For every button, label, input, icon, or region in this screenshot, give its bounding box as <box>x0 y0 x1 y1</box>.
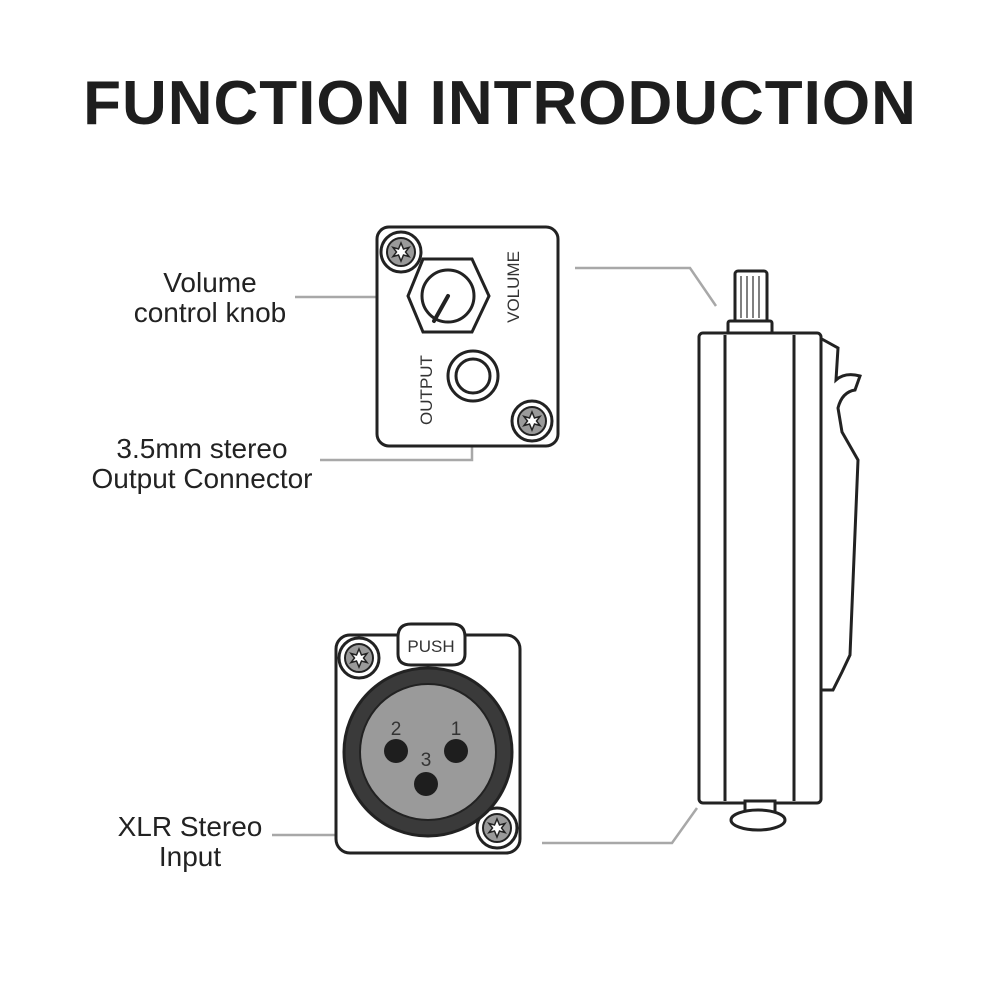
device-side-view-icon <box>697 269 862 832</box>
output-label: OUTPUT <box>417 355 436 425</box>
callout-volume-knob-line2: control knob <box>133 297 287 328</box>
pin-2-label: 2 <box>391 719 402 740</box>
callout-output-connector: 3.5mm stereo Output Connector <box>62 434 342 494</box>
leader-top-to-device <box>575 266 718 307</box>
callout-volume-knob-line1: Volume <box>163 267 257 298</box>
volume-label: VOLUME <box>504 251 523 323</box>
callout-xlr-input-line1: XLR Stereo <box>117 811 263 842</box>
volume-knob-icon <box>406 257 491 334</box>
xlr-panel: PUSH 2 1 3 <box>334 622 522 855</box>
callout-output-connector-line2: Output Connector <box>91 463 313 494</box>
leader-bottom-to-device <box>542 807 699 845</box>
page-title: FUNCTION INTRODUCTION <box>83 69 917 138</box>
callout-xlr-input: XLR Stereo Input <box>80 812 300 872</box>
screw-top-left-icon <box>337 636 381 680</box>
top-panel: VOLUME OUTPUT <box>375 225 560 448</box>
pin-3-label: 3 <box>421 750 432 771</box>
screw-top-left-icon <box>379 230 423 274</box>
pin-1-label: 1 <box>451 719 462 740</box>
push-label: PUSH <box>407 637 454 656</box>
callout-volume-knob: Volume control knob <box>100 268 320 328</box>
callout-output-connector-line1: 3.5mm stereo <box>116 433 288 464</box>
screw-bottom-right-icon <box>510 399 554 443</box>
push-latch <box>396 622 467 667</box>
callout-xlr-input-line2: Input <box>158 841 222 872</box>
xlr-female-connector-icon <box>342 666 514 838</box>
audio-jack-icon <box>446 349 500 403</box>
